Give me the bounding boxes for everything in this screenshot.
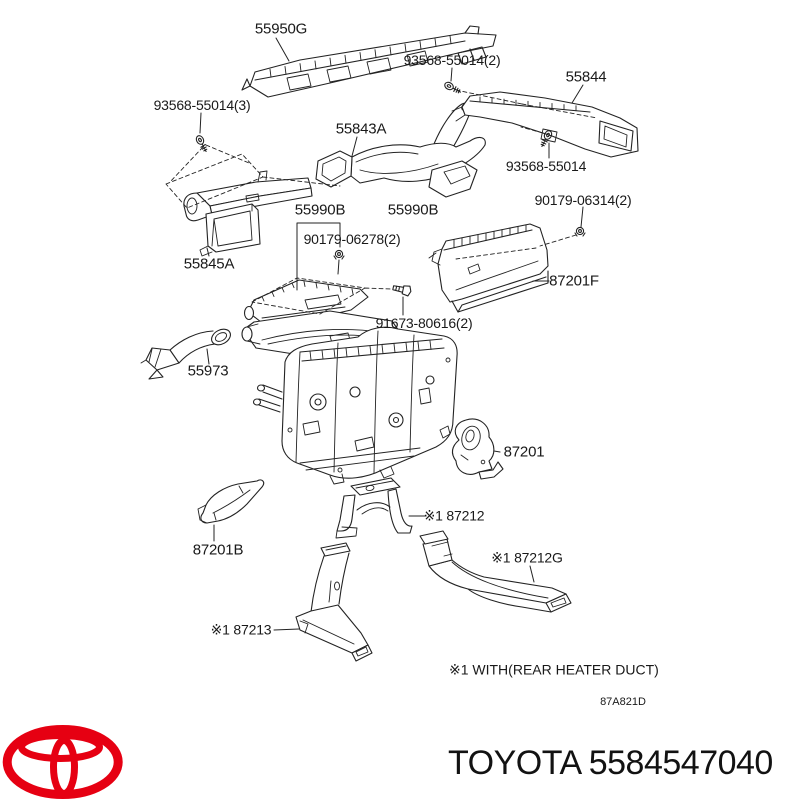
part-label-91673-80616: 91673-80616(2) bbox=[375, 315, 473, 331]
drawing-code: 87A821D bbox=[600, 696, 646, 708]
part-87201-drawing bbox=[451, 418, 504, 480]
part-87212-drawing bbox=[335, 477, 413, 539]
part-label-55990B-right: 55990B bbox=[387, 201, 439, 219]
screw-icon bbox=[442, 80, 463, 96]
part-label-87212: ※1 87212 bbox=[423, 507, 485, 524]
part-label-93568-55014-3: 93568-55014(3) bbox=[153, 97, 251, 113]
main-part-number: 5584547040 bbox=[588, 744, 774, 782]
clip-icon bbox=[333, 249, 345, 260]
assembly-dashed-lines bbox=[165, 89, 598, 315]
label-leader-lines bbox=[199, 37, 584, 631]
part-label-90179-06314: 90179-06314(2) bbox=[534, 192, 632, 208]
screw-icon bbox=[194, 133, 210, 154]
part-label-55990B-left: 55990B bbox=[294, 201, 346, 219]
brand-part-number-line: TOYOTA 5584547040 bbox=[448, 746, 773, 780]
part-label-90179-06278: 90179-06278(2) bbox=[303, 231, 401, 247]
logo-ellipse bbox=[50, 737, 78, 797]
part-87212G-drawing bbox=[419, 530, 572, 613]
part-87213-drawing bbox=[295, 542, 373, 662]
part-87201B-drawing bbox=[197, 479, 265, 524]
part-55843A-drawing bbox=[315, 102, 486, 198]
part-label-87201: 87201 bbox=[503, 443, 545, 461]
logo-ellipse bbox=[18, 732, 103, 762]
toyota-logo-icon bbox=[2, 725, 123, 799]
part-label-55973: 55973 bbox=[187, 362, 229, 380]
part-55844-drawing bbox=[451, 91, 639, 158]
part-label-55845A: 55845A bbox=[183, 255, 235, 273]
part-label-93568-55014: 93568-55014 bbox=[505, 158, 587, 174]
part-label-87212G: ※1 87212G bbox=[491, 549, 563, 566]
part-55950G-drawing bbox=[241, 25, 497, 98]
brand-name: TOYOTA bbox=[448, 744, 580, 782]
part-55845A-drawing bbox=[183, 170, 313, 257]
part-label-87201F: 87201F bbox=[549, 272, 599, 290]
clip-icon bbox=[574, 226, 586, 237]
part-label-87201B: 87201B bbox=[192, 541, 244, 559]
part-87201F-drawing bbox=[428, 223, 549, 313]
part-label-55844: 55844 bbox=[565, 68, 607, 86]
part-label-87213: ※1 87213 bbox=[210, 621, 272, 638]
part-label-93568-55014-2: 93568-55014(2) bbox=[403, 52, 501, 68]
part-label-55843A: 55843A bbox=[335, 120, 387, 138]
footnote-rear-heater-duct: ※1 WITH(REAR HEATER DUCT) bbox=[449, 661, 659, 678]
part-label-55950G: 55950G bbox=[254, 20, 308, 38]
part-55973-drawing bbox=[140, 328, 231, 380]
heater-unit-drawing bbox=[252, 326, 458, 485]
bolt-icon bbox=[391, 282, 413, 297]
